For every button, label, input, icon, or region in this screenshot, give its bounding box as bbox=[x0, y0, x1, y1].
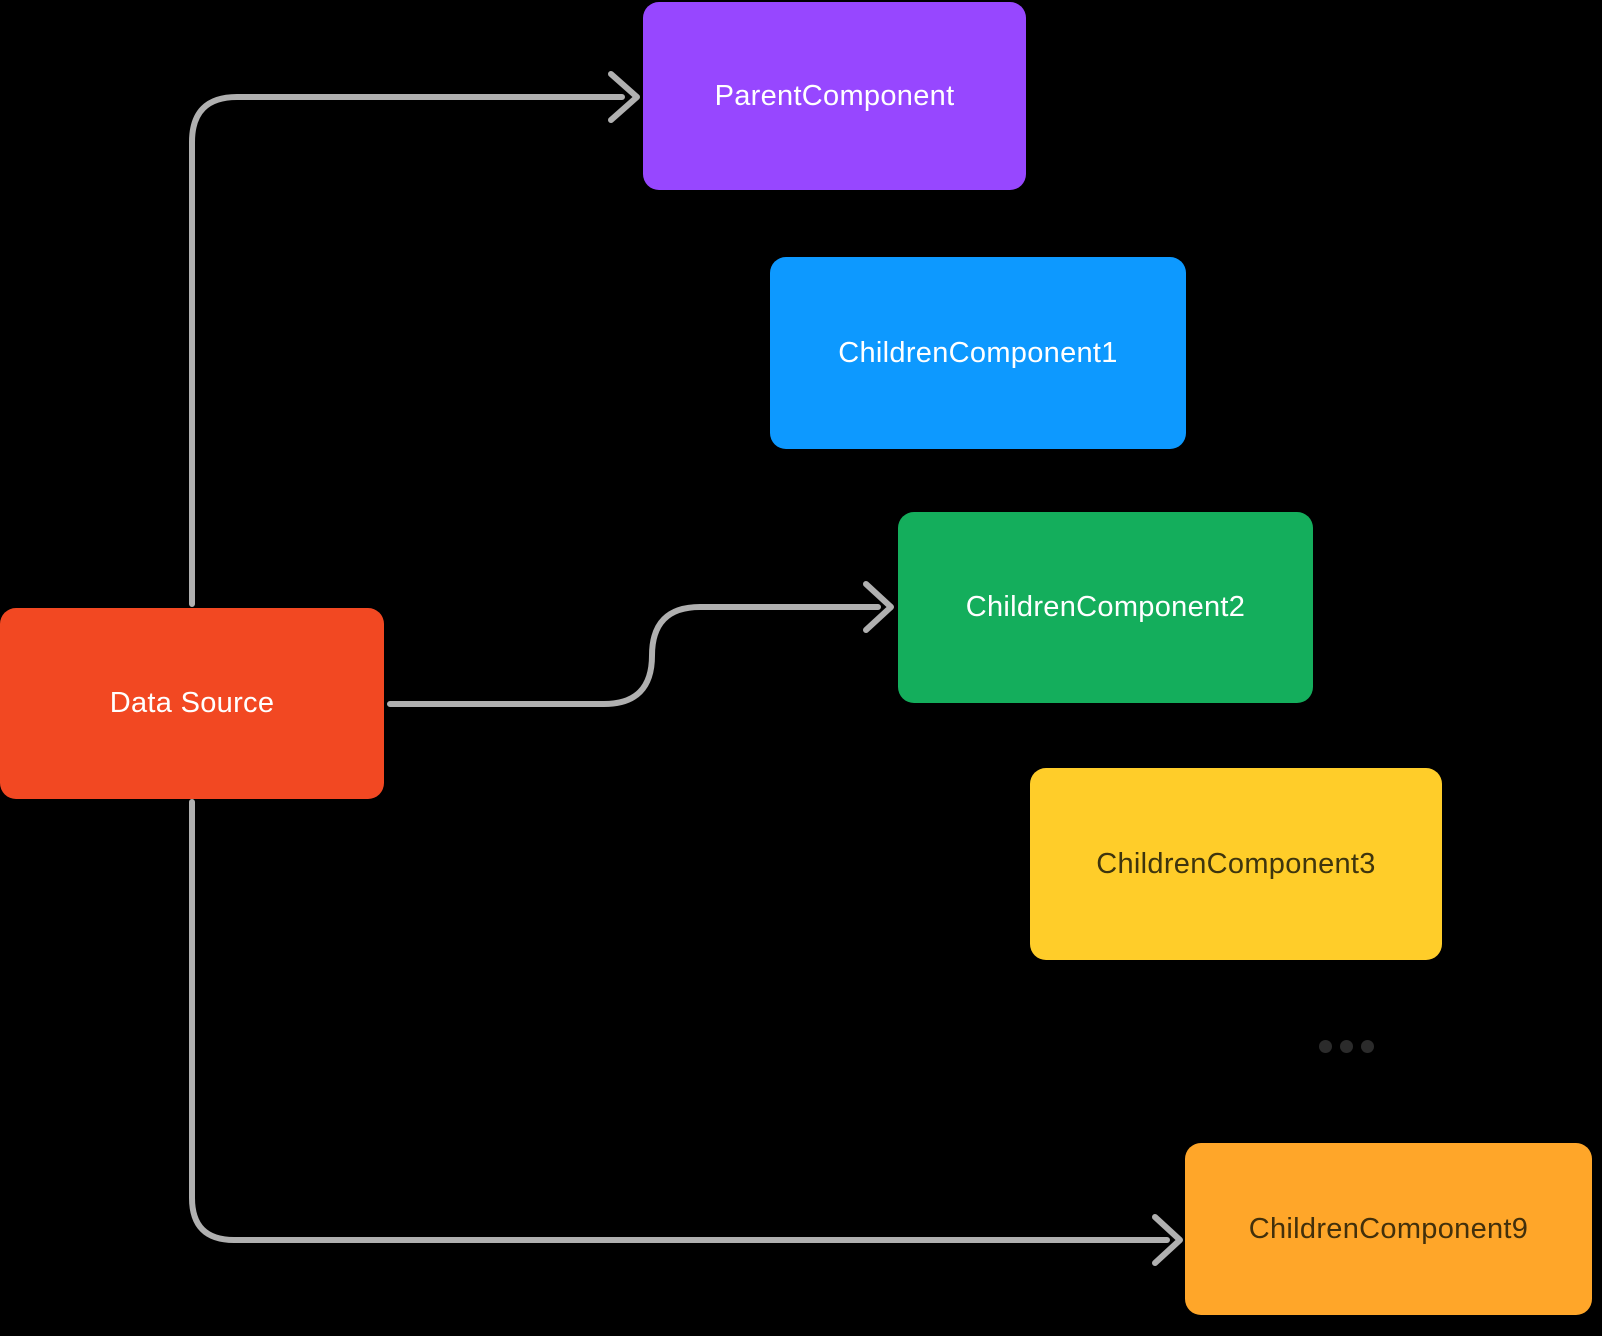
node-parent-component: ParentComponent bbox=[643, 2, 1026, 190]
node-children-component-2-label: ChildrenComponent2 bbox=[965, 591, 1246, 623]
ellipsis-dot bbox=[1319, 1040, 1332, 1053]
arrowhead-icon bbox=[608, 71, 640, 123]
connector-data-source-to-parent-component bbox=[189, 71, 640, 607]
node-children-component-3: ChildrenComponent3 bbox=[1030, 768, 1442, 960]
node-children-component-1: ChildrenComponent1 bbox=[770, 257, 1186, 449]
node-parent-component-label: ParentComponent bbox=[714, 79, 955, 112]
connector-data-source-to-children-component-9 bbox=[189, 799, 1183, 1266]
connector-line bbox=[189, 799, 1170, 1243]
connector-line bbox=[387, 604, 881, 707]
arrowhead-icon bbox=[1152, 1214, 1183, 1266]
node-children-component-9: ChildrenComponent9 bbox=[1185, 1143, 1592, 1315]
node-children-component-3-label: ChildrenComponent3 bbox=[1096, 847, 1376, 880]
connector-data-source-to-children-component-2 bbox=[387, 581, 894, 707]
node-children-component-9-label: ChildrenComponent9 bbox=[1248, 1212, 1529, 1245]
node-children-component-1-label: ChildrenComponent1 bbox=[838, 336, 1118, 369]
ellipsis-dot bbox=[1361, 1040, 1374, 1053]
connector-line bbox=[189, 94, 625, 607]
ellipsis-dot bbox=[1340, 1040, 1353, 1053]
node-children-component-2: ChildrenComponent2 bbox=[898, 512, 1313, 703]
node-data-source: Data Source bbox=[0, 608, 384, 799]
node-data-source-label: Data Source bbox=[109, 687, 275, 719]
arrowhead-icon bbox=[863, 581, 894, 633]
